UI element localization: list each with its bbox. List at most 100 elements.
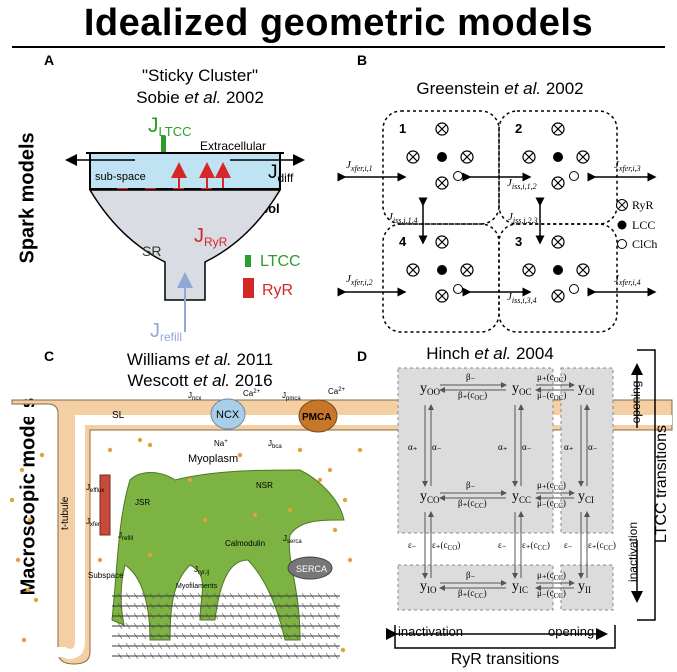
myofilament-tick bbox=[253, 642, 259, 650]
legend-clch-icon bbox=[617, 239, 627, 249]
markov-arrows bbox=[422, 382, 590, 591]
mu-plus-label: μ₊(cCC) bbox=[537, 570, 566, 582]
calcium-dots bbox=[9, 437, 363, 653]
j-refill-c-label: Jrefill bbox=[118, 531, 133, 542]
beta-plus-label: β₊(cOC) bbox=[458, 390, 487, 402]
myofilament-tick bbox=[261, 652, 267, 660]
myofilament-tick bbox=[197, 632, 203, 640]
alpha-plus-label: α₊ bbox=[498, 442, 508, 452]
clch-symbol bbox=[569, 284, 579, 294]
myofilament-tick bbox=[189, 592, 195, 600]
myofilament-tick bbox=[181, 652, 187, 660]
alpha-minus-label: α₋ bbox=[588, 442, 598, 452]
beta-plus-label: β₊(cCC) bbox=[458, 498, 487, 510]
myofilament-tick bbox=[221, 622, 227, 630]
myofilament-tick bbox=[173, 602, 179, 610]
myofilament-tick bbox=[309, 622, 315, 630]
myofilament-tick bbox=[277, 592, 283, 600]
ncx-pump bbox=[210, 398, 246, 430]
myofilament-tick bbox=[237, 592, 243, 600]
calcium-dot bbox=[107, 447, 113, 453]
eps-plus-label: ε₊(cCC) bbox=[588, 540, 616, 552]
beta-minus-label: β₋ bbox=[466, 570, 476, 580]
legend-label-clch: ClCh bbox=[632, 237, 657, 251]
myofilament-tick bbox=[261, 632, 267, 640]
title-divider bbox=[12, 46, 665, 48]
myofilament-tick bbox=[293, 652, 299, 660]
myofilament-tick bbox=[149, 622, 155, 630]
myofilament-tick bbox=[293, 642, 299, 650]
legend-ryr-label: RyR bbox=[262, 282, 293, 299]
iss-label: Jiss,i,1,2 bbox=[507, 177, 537, 191]
calcium-dot bbox=[317, 477, 323, 483]
sr-label: SR bbox=[142, 243, 161, 259]
ryr-transitions-label: RyR transitions bbox=[450, 651, 560, 668]
j-ryr-c-label: Jryr,ij bbox=[194, 565, 209, 576]
myofilament-tick bbox=[221, 652, 227, 660]
myofilaments-label: Myofilaments bbox=[176, 583, 218, 590]
myofilament-tick bbox=[205, 612, 211, 620]
ryr-symbol bbox=[460, 150, 474, 164]
mu-minus-label: μ₋(cCC) bbox=[537, 498, 566, 510]
myofilament-tick bbox=[141, 612, 147, 620]
calcium-dot bbox=[187, 477, 193, 483]
lcc-symbol bbox=[553, 152, 563, 162]
myofilament-tick bbox=[237, 642, 243, 650]
myofilament-tick bbox=[125, 592, 131, 600]
myofilament-tick bbox=[229, 602, 235, 610]
j-ncx-label: Jncx bbox=[188, 391, 201, 402]
myofilament-tick bbox=[165, 632, 171, 640]
ltcc-opening-label: opening bbox=[629, 380, 643, 424]
myofilament-tick bbox=[173, 632, 179, 640]
j-pmca-label: Jpmca bbox=[282, 391, 301, 402]
state-oo: yOO bbox=[420, 381, 440, 397]
myofilament-tick bbox=[269, 622, 275, 630]
myofilament-tick bbox=[133, 592, 139, 600]
myofilament-tick bbox=[117, 622, 123, 630]
ryr-symbol bbox=[576, 150, 590, 164]
myofilament-tick bbox=[165, 622, 171, 630]
myofilament-tick bbox=[197, 642, 203, 650]
myofilament-tick bbox=[229, 642, 235, 650]
calcium-dot bbox=[147, 442, 153, 448]
calcium-dot bbox=[332, 527, 338, 533]
myofilament-tick bbox=[333, 602, 339, 610]
na-label: Na+ bbox=[214, 439, 228, 448]
calcium-dot bbox=[9, 497, 15, 503]
myofilament-tick bbox=[173, 642, 179, 650]
myofilament-tick bbox=[173, 652, 179, 660]
beta-minus-label: β₋ bbox=[466, 372, 476, 382]
myofilament-tick bbox=[141, 602, 147, 610]
myofilament-tick bbox=[333, 632, 339, 640]
myofilament-tick bbox=[325, 602, 331, 610]
myofilament-tick bbox=[325, 632, 331, 640]
myofilament-tick bbox=[189, 602, 195, 610]
calcium-dot bbox=[237, 452, 243, 458]
ltcc-channel bbox=[161, 136, 166, 158]
myofilament-tick bbox=[325, 652, 331, 660]
calmodulin-label: Calmodulin bbox=[225, 539, 265, 548]
myofilament-tick bbox=[213, 652, 219, 660]
myofilament-tick bbox=[269, 652, 275, 660]
legend-ryr-swatch bbox=[243, 278, 254, 298]
iss-label: Jiss,i,1,4 bbox=[388, 211, 418, 225]
subspace-c-label: Subspace bbox=[88, 571, 124, 580]
myofilament-tick bbox=[253, 622, 259, 630]
clch-symbol bbox=[569, 171, 579, 181]
j-ltcc-label: JLTCC bbox=[148, 114, 191, 139]
ryr-symbol bbox=[551, 289, 565, 303]
box-oo-cc bbox=[397, 367, 554, 534]
myofilament-tick bbox=[205, 652, 211, 660]
myofilament-tick bbox=[317, 602, 323, 610]
myofilament-tick bbox=[189, 652, 195, 660]
serca-pump bbox=[287, 556, 333, 580]
panel-d-title: Hinch et al. 2004 bbox=[426, 344, 554, 363]
panel-a-letter: A bbox=[44, 52, 55, 68]
j-serca-label: Jserca bbox=[283, 534, 302, 545]
j-efflux-label: Jefflux bbox=[86, 483, 104, 494]
myofilament-tick bbox=[269, 632, 275, 640]
myofilament-tick bbox=[189, 632, 195, 640]
myofilament-tick bbox=[213, 632, 219, 640]
